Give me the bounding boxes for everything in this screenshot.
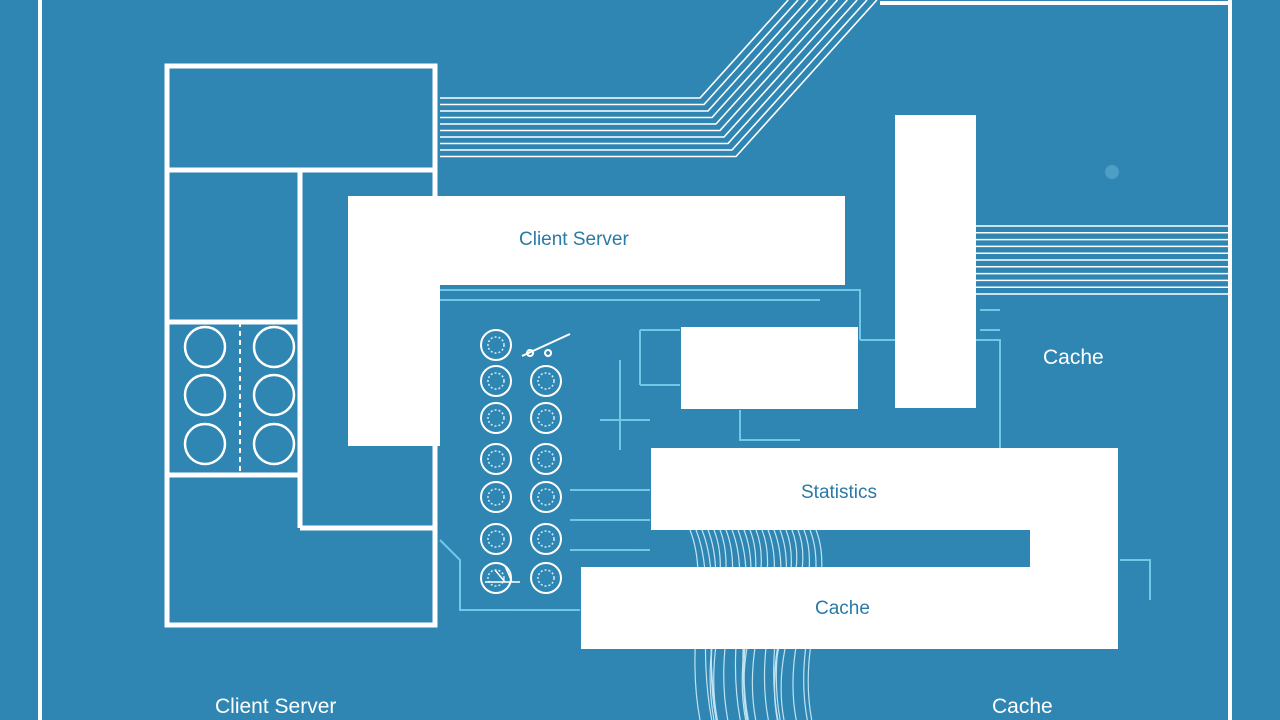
client-server-bottom-label: Client Server [215,695,337,718]
connector-core [487,569,505,587]
cache-bottom-label: Cache [992,695,1053,718]
connector-ring [480,365,512,397]
connector-ring [530,481,562,513]
right-cable-bundle [976,225,1228,295]
connector-ring [530,402,562,434]
connector-ring [480,481,512,513]
circuit-traces [439,289,1151,611]
small-block [681,327,858,409]
connector-core [537,450,555,468]
top-cable-line [440,0,848,138]
connector-core [487,530,505,548]
client-server-label: Client Server [519,229,629,250]
tool-glyph [521,333,571,357]
panel-port-circles [183,325,296,466]
connector-ring [530,523,562,555]
top-cable-line [440,0,819,119]
connector-core [537,409,555,427]
connector-core [537,569,555,587]
connector-ring [480,329,512,361]
top-cable-bundle [440,0,878,158]
top-cable-line [440,0,789,99]
statistics-label: Statistics [801,482,878,503]
white-blocks [348,115,1118,649]
connector-ring [480,402,512,434]
top-cable-line [440,0,809,112]
tall-block [895,115,976,408]
client-server-block [348,196,845,446]
cache-side-label: Cache [1043,346,1104,369]
cache-block-label: Cache [815,598,870,619]
connector-ring [530,562,562,594]
connector-core [487,336,505,354]
connector-ring [480,443,512,475]
top-cable-line [440,0,868,151]
top-cable-line [440,0,799,106]
top-cable-line [440,0,839,132]
top-cable-line [440,0,878,158]
dot-ornament [1105,165,1119,179]
connector-ring [480,562,512,594]
connector-core [487,488,505,506]
connector-core [537,530,555,548]
connector-core [537,488,555,506]
connector-ring [480,523,512,555]
statistics-cache-block [581,448,1118,649]
top-cable-line [440,0,858,145]
connector-ring [530,365,562,397]
top-cable-line [440,0,829,125]
tool-glyph [485,565,520,583]
connector-ring [530,443,562,475]
connector-core [487,372,505,390]
connector-core [487,450,505,468]
connector-core [487,409,505,427]
connector-core [537,372,555,390]
outer-frame [38,0,1232,720]
connector-column [480,329,571,594]
